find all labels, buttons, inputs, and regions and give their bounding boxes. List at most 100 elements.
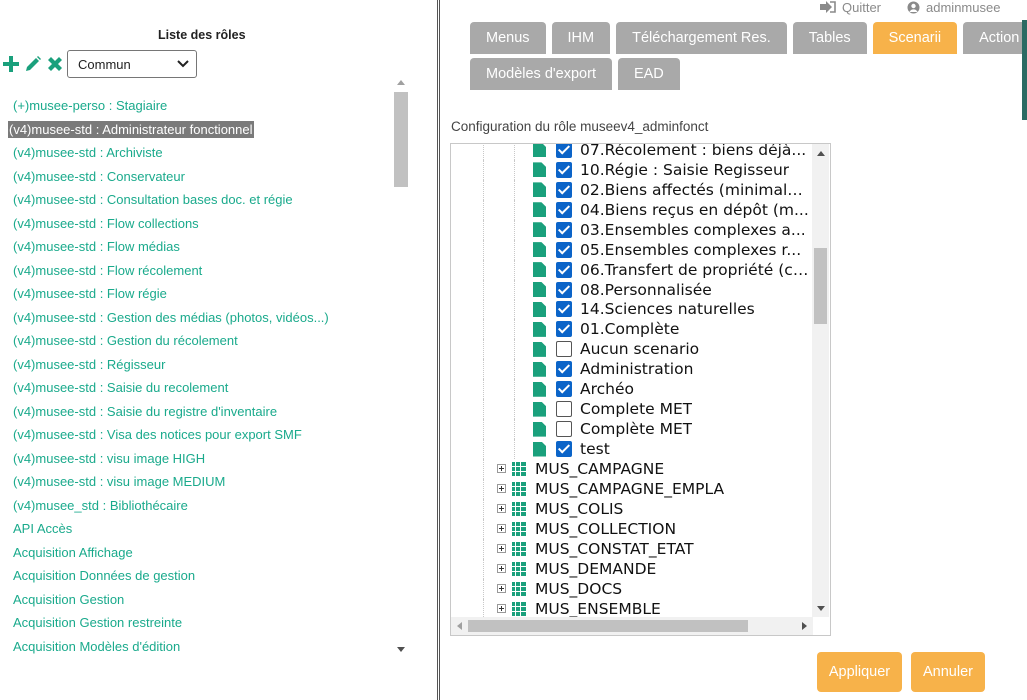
- roles-list-scrollbar[interactable]: [393, 76, 409, 660]
- role-list-item[interactable]: (v4)musee-std : visu image MEDIUM: [0, 470, 395, 494]
- scroll-up-arrow-icon[interactable]: [397, 80, 405, 85]
- expand-plus-icon[interactable]: [497, 544, 506, 554]
- tree-leaf-row: 01.Complète: [451, 319, 813, 340]
- role-list-item[interactable]: (v4)musee-std : Flow médias: [0, 235, 395, 259]
- panel-divider[interactable]: [437, 0, 440, 700]
- role-list-item[interactable]: (v4)musee-std : Archiviste: [0, 141, 395, 165]
- scenario-checkbox[interactable]: [556, 421, 572, 438]
- tree-guide-line: [483, 459, 484, 479]
- top-bar: Quitter adminmusee: [820, 0, 1026, 15]
- role-list-item[interactable]: API Accès: [0, 517, 395, 541]
- tab-scenarii[interactable]: Scenarii: [872, 22, 958, 54]
- role-list-item[interactable]: (v4)musee-std : Conservateur: [0, 165, 395, 189]
- role-list-item[interactable]: (v4)musee-std : Flow collections: [0, 212, 395, 236]
- tab-ihm[interactable]: IHM: [551, 22, 611, 54]
- scenario-checkbox[interactable]: [556, 441, 572, 458]
- role-list-item[interactable]: Acquisition Modèles d'édition: [0, 635, 395, 659]
- expand-plus-icon[interactable]: [497, 604, 506, 614]
- expand-plus-icon[interactable]: [497, 564, 506, 574]
- table-label[interactable]: MUS_CAMPAGNE: [535, 459, 665, 478]
- user-label: adminmusee: [926, 0, 1001, 15]
- role-label: (v4)musee-std : Saisie du recolement: [13, 380, 229, 395]
- scenario-checkbox[interactable]: [556, 381, 572, 398]
- quit-link[interactable]: Quitter: [820, 0, 881, 15]
- tree-guide-line: [483, 538, 484, 559]
- expand-plus-icon[interactable]: [497, 464, 506, 474]
- tab-menus[interactable]: Menus: [470, 22, 546, 54]
- role-list-item[interactable]: (v4)musee_std : Bibliothécaire: [0, 494, 395, 518]
- role-list-item[interactable]: (v4)musee-std : Saisie du recolement: [0, 376, 395, 400]
- tree-horizontal-scrollbar[interactable]: [451, 617, 813, 635]
- role-list-item[interactable]: Acquisition Gestion restreinte: [0, 611, 395, 635]
- scenario-checkbox[interactable]: [556, 201, 572, 218]
- scenario-checkbox[interactable]: [556, 161, 572, 178]
- tree-vertical-scrollbar[interactable]: [812, 144, 829, 617]
- tree-table-row: MUS_ENSEMBLE: [451, 598, 813, 619]
- scrollbar-thumb[interactable]: [468, 620, 748, 632]
- expand-plus-icon[interactable]: [497, 524, 506, 534]
- role-list-item[interactable]: (v4)musee-std : Régisseur: [0, 353, 395, 377]
- user-menu[interactable]: adminmusee: [907, 0, 1000, 15]
- table-label[interactable]: MUS_DEMANDE: [535, 559, 657, 578]
- role-list-item[interactable]: (v4)musee-std : Saisie du registre d'inv…: [0, 400, 395, 424]
- tab-action[interactable]: Action: [963, 22, 1027, 54]
- table-label[interactable]: MUS_CONSTAT_ETAT: [535, 539, 694, 558]
- scenario-checkbox[interactable]: [556, 401, 572, 418]
- cancel-button[interactable]: Annuler: [911, 652, 985, 692]
- tree-leaf-row: 10.Régie : Saisie Regisseur: [451, 159, 813, 180]
- scrollbar-thumb[interactable]: [814, 248, 827, 324]
- role-category-select[interactable]: Commun: [67, 50, 197, 78]
- table-label[interactable]: MUS_DOCS: [535, 579, 623, 598]
- tab-ead[interactable]: EAD: [617, 58, 680, 90]
- role-list-item[interactable]: (v4)musee-std : visu image HIGH: [0, 447, 395, 471]
- add-role-button[interactable]: [0, 53, 22, 75]
- scenario-checkbox[interactable]: [556, 181, 572, 198]
- apply-button[interactable]: Appliquer: [817, 652, 902, 692]
- role-list-item[interactable]: (v4)musee-std : Flow régie: [0, 282, 395, 306]
- expand-plus-icon[interactable]: [497, 484, 506, 494]
- scroll-left-arrow-icon[interactable]: [457, 622, 462, 630]
- role-list-item[interactable]: (v4)musee-std : Consultation bases doc. …: [0, 188, 395, 212]
- tree-guide-line: [514, 144, 515, 160]
- scenario-checkbox[interactable]: [556, 144, 572, 158]
- role-list-item[interactable]: (v4)musee-std : Administrateur fonctionn…: [0, 118, 395, 142]
- scenario-checkbox[interactable]: [556, 281, 572, 298]
- role-list-item[interactable]: (v4)musee-std : Gestion des médias (phot…: [0, 306, 395, 330]
- expand-plus-icon[interactable]: [497, 504, 506, 514]
- document-icon: [533, 182, 546, 198]
- scroll-up-arrow-icon[interactable]: [817, 151, 825, 156]
- role-list-item[interactable]: Acquisition Affichage: [0, 541, 395, 565]
- scroll-down-arrow-icon[interactable]: [397, 647, 405, 652]
- scenario-checkbox[interactable]: [556, 321, 572, 338]
- tree-guide-line: [483, 558, 484, 579]
- table-label[interactable]: MUS_ENSEMBLE: [535, 599, 661, 618]
- role-list-item[interactable]: Acquisition Gestion: [0, 588, 395, 612]
- delete-role-button[interactable]: [44, 53, 66, 75]
- tab-tables[interactable]: Tables: [792, 22, 867, 54]
- table-label[interactable]: MUS_COLIS: [535, 499, 624, 518]
- role-list-item[interactable]: Acquisition Données de gestion: [0, 564, 395, 588]
- scenario-checkbox[interactable]: [556, 361, 572, 378]
- tab-t-l-chargement-res[interactable]: Téléchargement Res.: [616, 22, 787, 54]
- expand-plus-icon[interactable]: [497, 584, 506, 594]
- scenario-checkbox[interactable]: [556, 241, 572, 258]
- role-list-item[interactable]: (v4)musee-std : Visa des notices pour ex…: [0, 423, 395, 447]
- tree-leaf-row: Complète MET: [451, 419, 813, 440]
- scenario-checkbox[interactable]: [556, 301, 572, 318]
- table-label[interactable]: MUS_COLLECTION: [535, 519, 677, 538]
- scrollbar-thumb[interactable]: [394, 92, 408, 187]
- scenario-tree: 07.Récolement : biens déjà...10.Régie : …: [450, 143, 831, 636]
- tab-mod-les-d-export[interactable]: Modèles d'export: [470, 58, 612, 90]
- scroll-down-arrow-icon[interactable]: [817, 606, 825, 611]
- role-list-item[interactable]: (+)musee-perso : Stagiaire: [0, 94, 395, 118]
- role-list-item[interactable]: (v4)musee-std : Gestion du récolement: [0, 329, 395, 353]
- scenario-checkbox[interactable]: [556, 221, 572, 238]
- role-label: (v4)musee-std : visu image HIGH: [13, 450, 206, 466]
- table-label[interactable]: MUS_CAMPAGNE_EMPLA: [535, 479, 725, 498]
- scroll-right-arrow-icon[interactable]: [802, 622, 807, 630]
- edit-role-button[interactable]: [22, 53, 44, 75]
- scenario-checkbox[interactable]: [556, 261, 572, 278]
- scenario-checkbox[interactable]: [556, 341, 572, 358]
- role-list-item[interactable]: (v4)musee-std : Flow récolement: [0, 259, 395, 283]
- tree-guide-line: [514, 239, 515, 260]
